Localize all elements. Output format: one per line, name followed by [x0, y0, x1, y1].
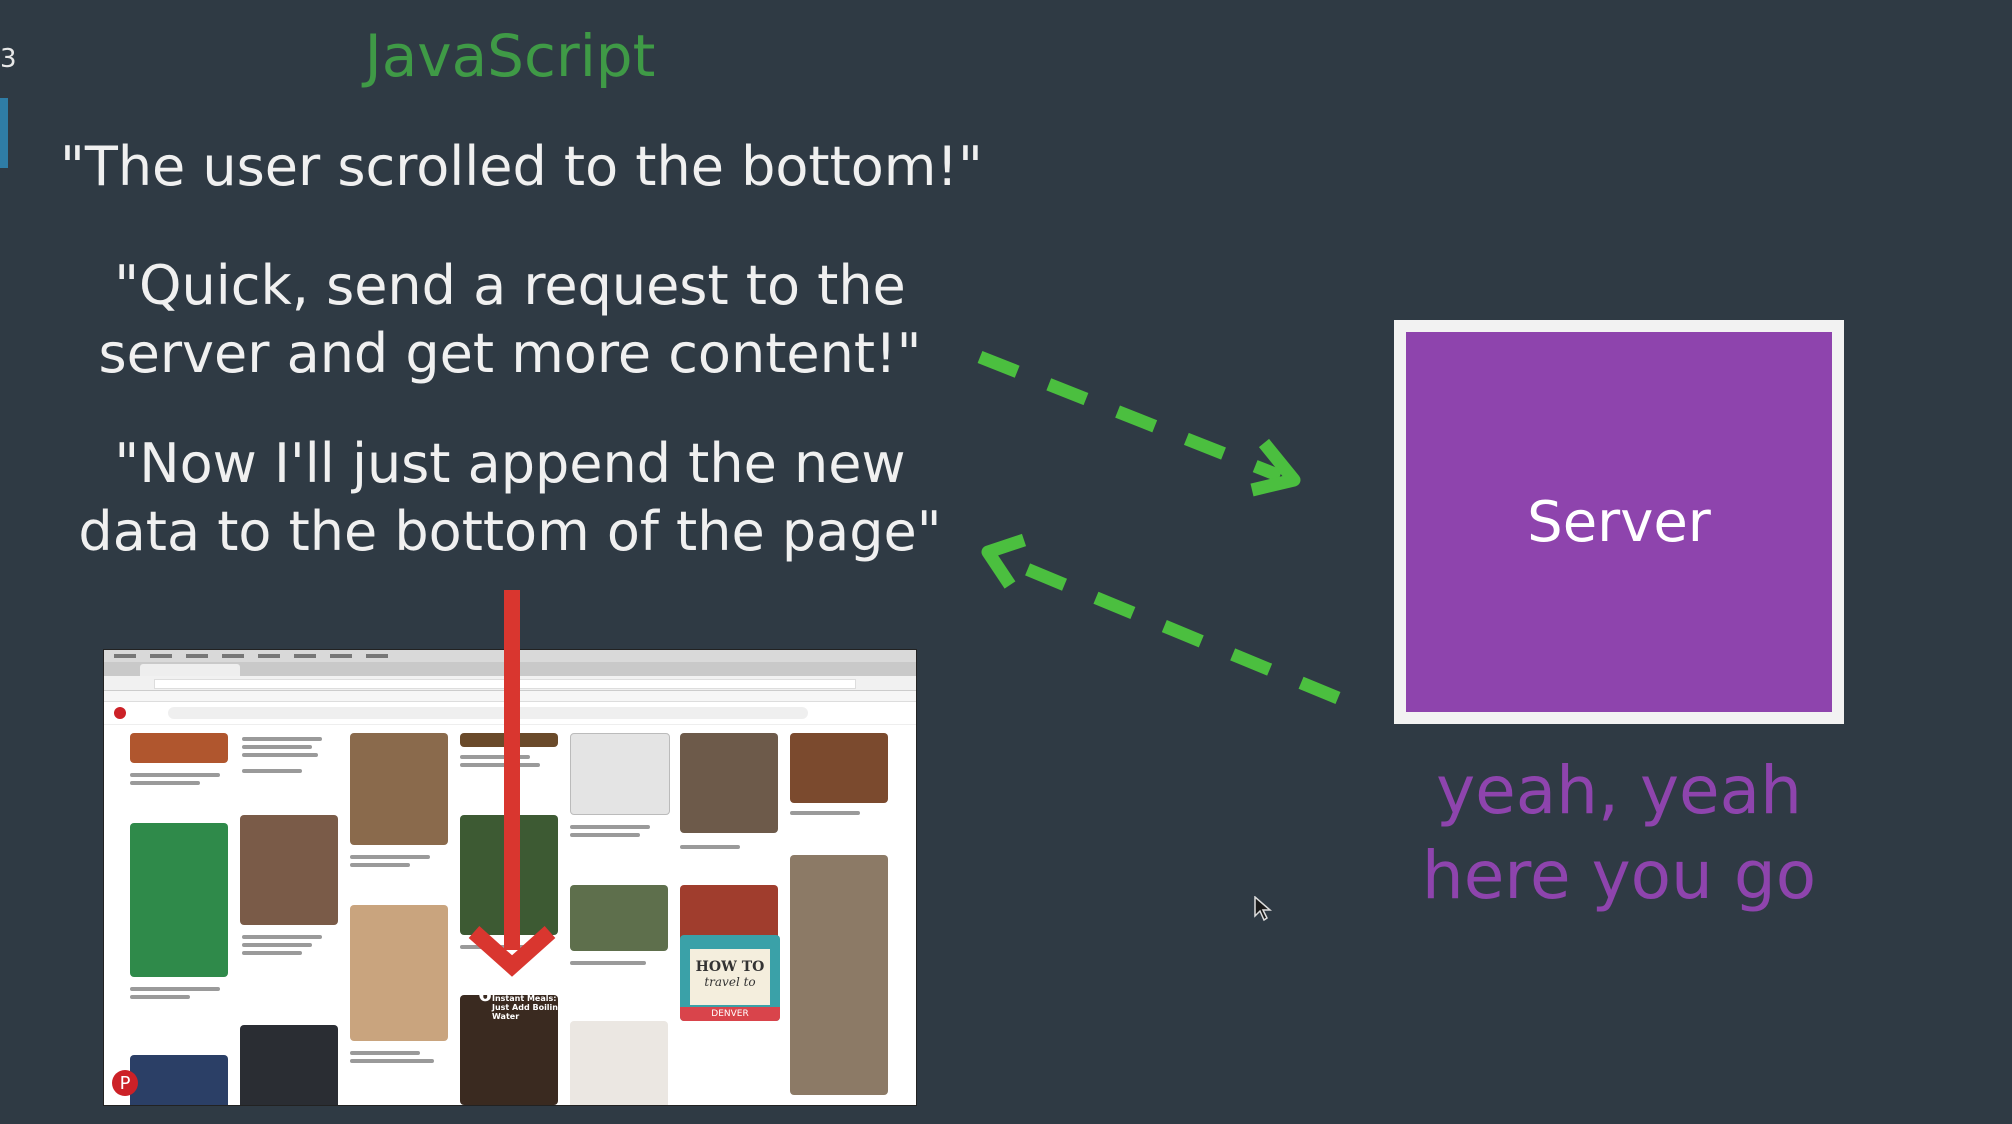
- pin-image: [790, 855, 888, 1095]
- edge-bar: [0, 98, 8, 168]
- pin-image: [570, 1021, 668, 1105]
- quote-append-data-line1: "Now I'll just append the new: [114, 432, 906, 495]
- howto-band: DENVER: [680, 1007, 780, 1021]
- response-arrow-shaft: [997, 551, 1341, 705]
- pin-image: [350, 905, 448, 1041]
- pin-image: [130, 733, 228, 763]
- instant-meals-pin: 6 Instant Meals: Just Add Boiling Water: [476, 980, 572, 1022]
- edge-label: 3: [0, 44, 17, 74]
- pin-image: [350, 733, 448, 845]
- server-reply-line1: yeah, yeah: [1436, 752, 1802, 829]
- pinterest-search-bar: [168, 707, 808, 719]
- pinterest-logo-icon: [114, 707, 126, 719]
- pin-image: [240, 1025, 338, 1105]
- request-arrow-shaft: [977, 350, 1283, 483]
- pin-image: [240, 815, 338, 925]
- pin-image: [130, 1055, 228, 1105]
- javascript-title: JavaScript: [364, 22, 656, 90]
- pin-image: [790, 733, 888, 803]
- pin-image: [680, 733, 778, 833]
- quote-send-request: "Quick, send a request to the server and…: [60, 252, 960, 388]
- quote-send-request-line2: server and get more content!": [98, 322, 922, 385]
- instant-meals-text: Instant Meals: Just Add Boiling Water: [492, 994, 564, 1021]
- server-label: Server: [1406, 332, 1832, 712]
- quote-scrolled: "The user scrolled to the bottom!": [60, 135, 983, 198]
- quote-append-data-line2: data to the bottom of the page": [78, 500, 942, 563]
- howto-title: HOW TO: [695, 959, 765, 975]
- request-arrowhead: [1250, 438, 1301, 497]
- pin-image: [460, 995, 558, 1105]
- pinterest-logo-icon: P: [112, 1070, 138, 1096]
- pin-grid: [104, 725, 916, 1105]
- mouse-cursor-icon: [1254, 896, 1272, 922]
- pin-image: [130, 823, 228, 977]
- response-arrowhead: [981, 533, 1027, 589]
- scroll-arrowhead: [468, 926, 556, 977]
- pin-image: [570, 733, 670, 815]
- server-reply-line2: here you go: [1421, 837, 1817, 914]
- pin-image: [570, 885, 668, 951]
- howto-travel-pin: HOW TO travel to DENVER: [680, 935, 780, 1021]
- quote-send-request-line1: "Quick, send a request to the: [114, 254, 906, 317]
- server-box: Server: [1394, 320, 1844, 724]
- howto-subtitle: travel to: [704, 975, 756, 989]
- server-reply: yeah, yeah here you go: [1394, 748, 1844, 918]
- quote-append-data: "Now I'll just append the new data to th…: [60, 430, 960, 566]
